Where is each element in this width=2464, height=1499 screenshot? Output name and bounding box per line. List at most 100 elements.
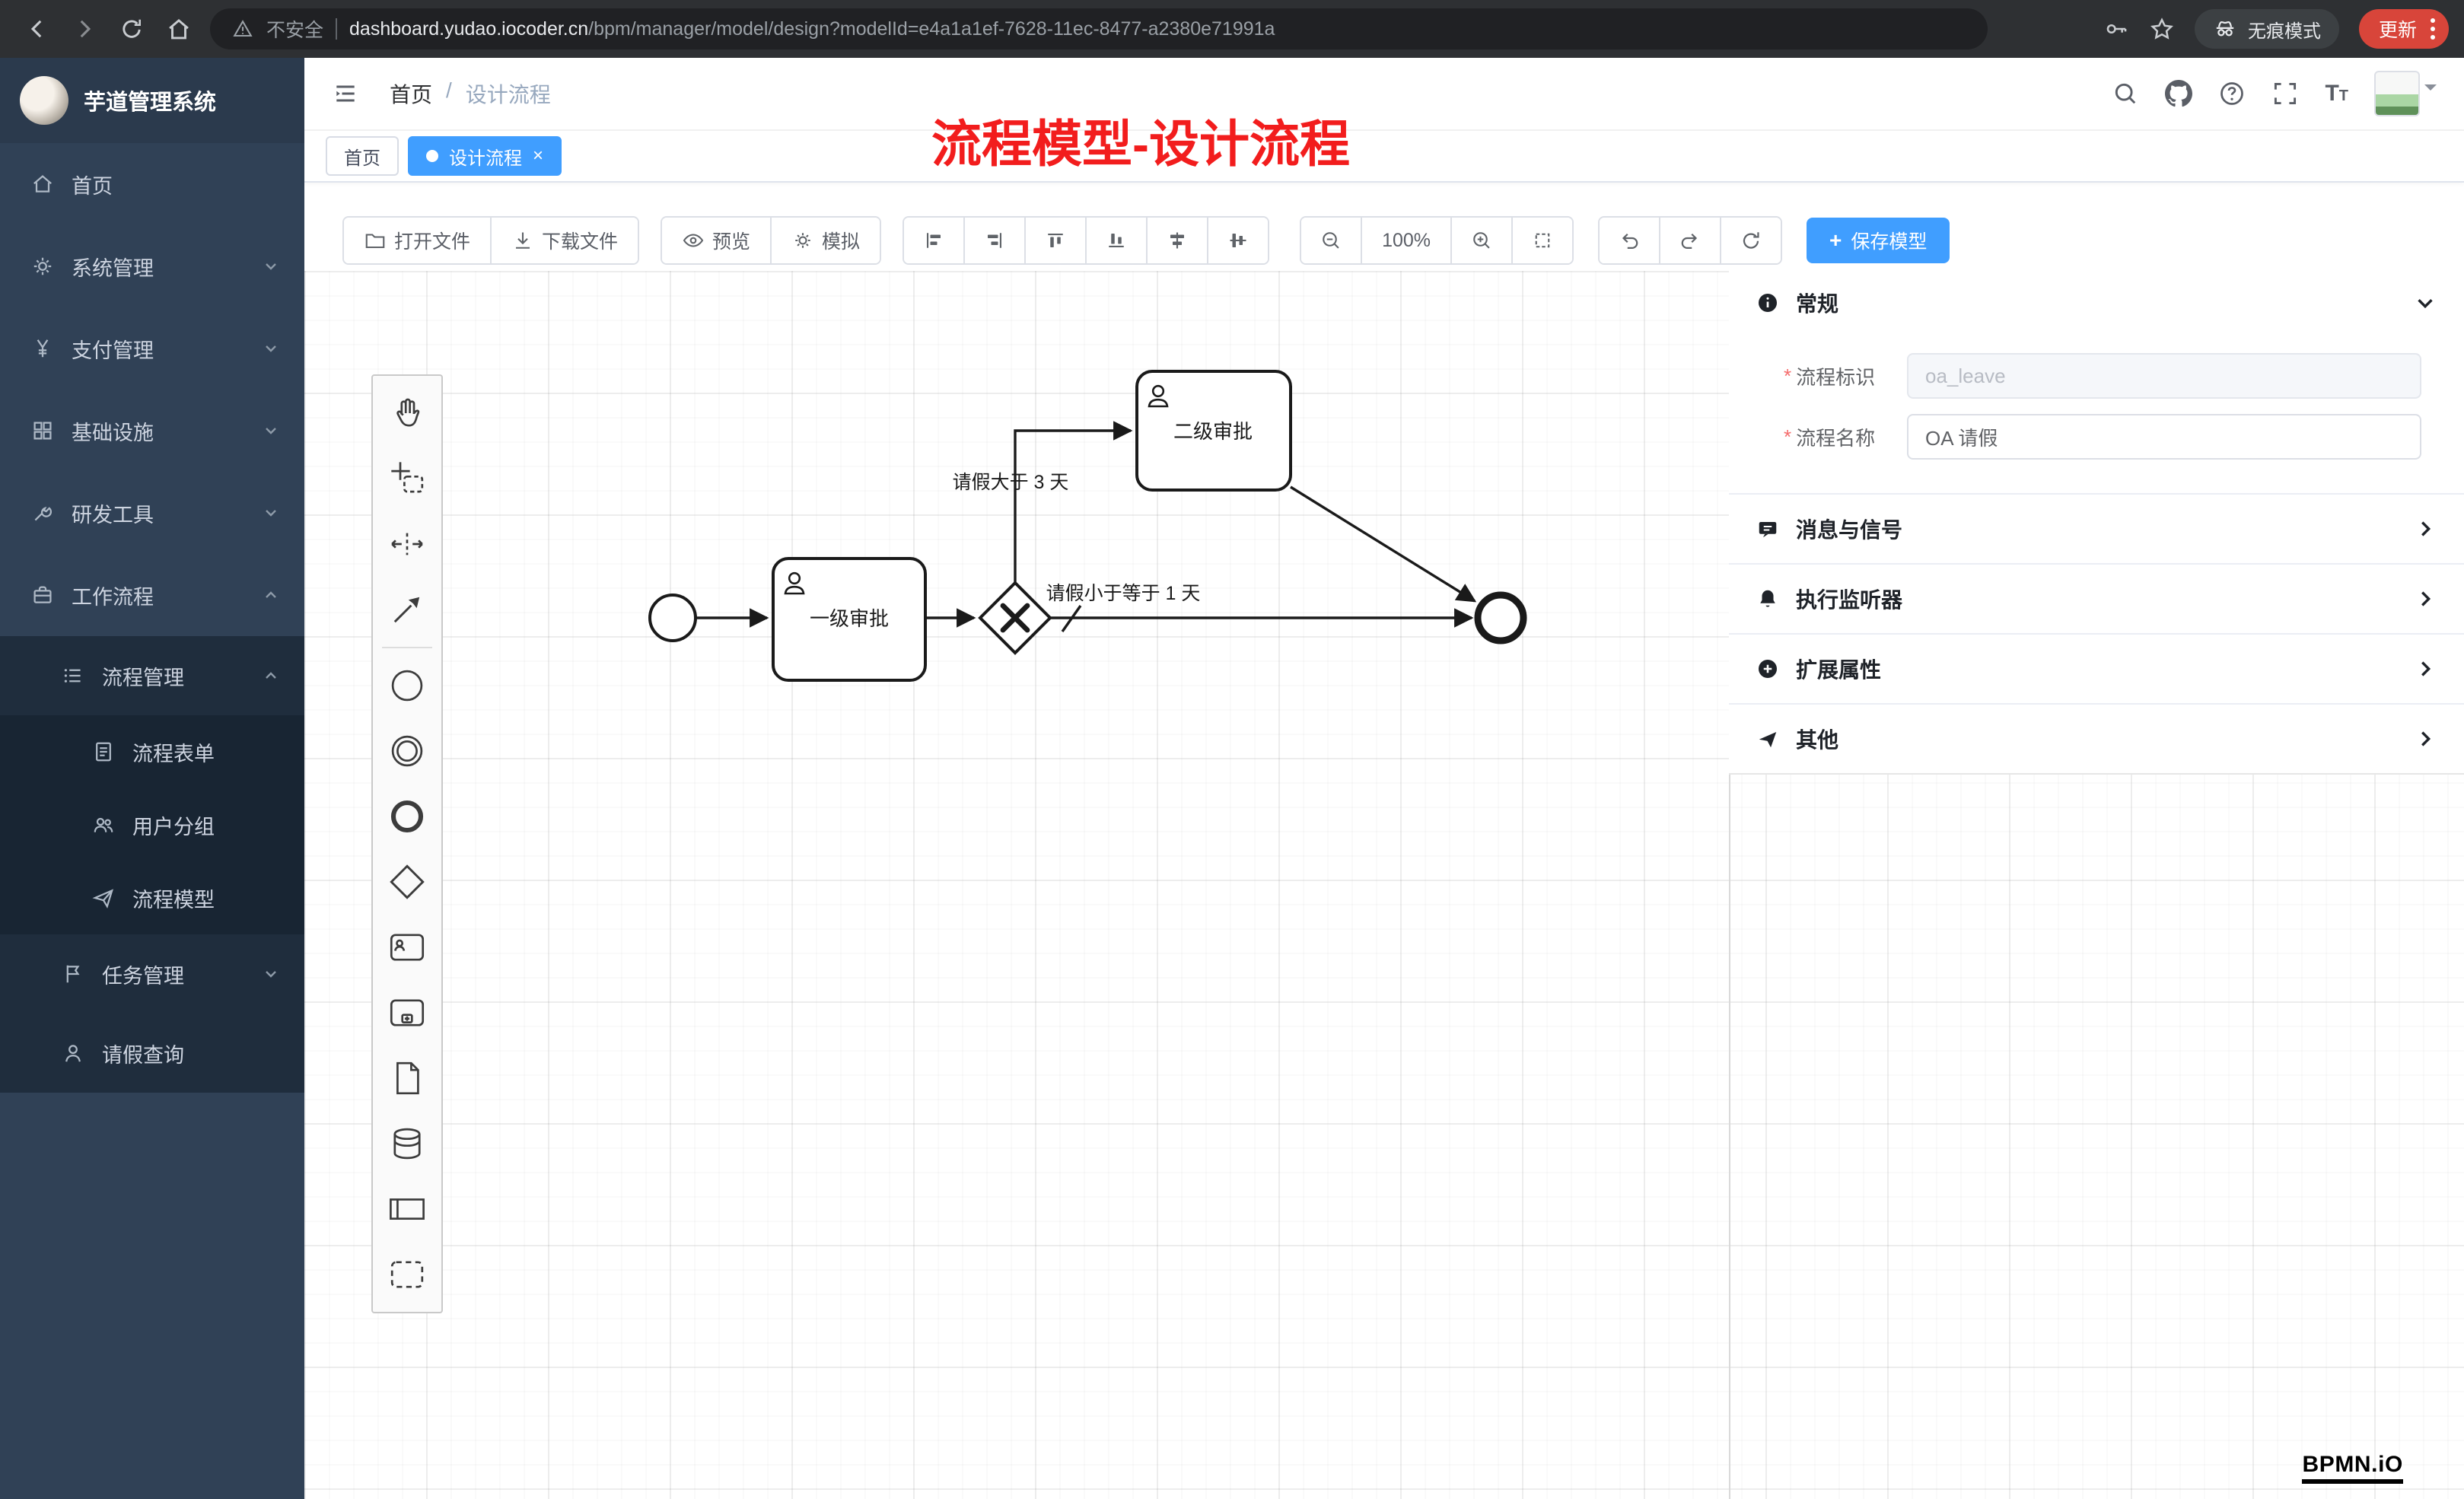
sidebar-item-label: 基础设施 — [72, 421, 154, 444]
sidebar-item-label: 流程表单 — [132, 742, 215, 765]
section-others[interactable]: 其他 — [1729, 703, 2464, 773]
sidebar-item-devtools[interactable]: 研发工具 — [0, 472, 304, 554]
undo-button[interactable] — [1600, 218, 1660, 263]
flow-label-below[interactable]: 请假小于等于 1 天 — [1046, 583, 1201, 604]
sidebar-item-process-form[interactable]: 流程表单 — [0, 715, 304, 788]
section-general[interactable]: 常规 — [1729, 271, 2464, 335]
sidebar-item-payment[interactable]: 支付管理 — [0, 307, 304, 390]
align-middle-button[interactable] — [1207, 218, 1269, 263]
github-icon[interactable] — [2165, 80, 2193, 107]
create-participant[interactable] — [373, 1176, 441, 1242]
process-key-input[interactable] — [1907, 353, 2421, 399]
section-extended-attributes[interactable]: 扩展属性 — [1729, 633, 2464, 703]
global-connect-tool[interactable] — [373, 577, 441, 642]
forward-icon[interactable] — [72, 16, 97, 42]
align-left-button[interactable] — [904, 218, 964, 263]
fullscreen-icon[interactable] — [2271, 80, 2299, 107]
space-tool[interactable] — [373, 511, 441, 577]
align-bottom-button[interactable] — [1085, 218, 1147, 263]
update-label: 更新 — [2378, 20, 2417, 41]
breadcrumb-root[interactable]: 首页 — [390, 83, 433, 107]
tab-design-process[interactable]: 设计流程 × — [408, 136, 562, 176]
start-event[interactable] — [648, 594, 697, 642]
sidebar-item-workflow[interactable]: 工作流程 — [0, 554, 304, 636]
font-size-icon[interactable]: TT — [2325, 81, 2348, 106]
button-label: 下载文件 — [542, 231, 619, 253]
sidebar-item-home[interactable]: 首页 — [0, 143, 304, 225]
sidebar-item-task-management[interactable]: 任务管理 — [0, 934, 304, 1014]
sidebar-item-system[interactable]: 系统管理 — [0, 225, 304, 307]
key-icon[interactable] — [2103, 16, 2129, 42]
user-task-level2[interactable] — [1135, 370, 1292, 492]
security-label[interactable]: 不安全 — [266, 20, 324, 41]
sidebar-item-process-model[interactable]: 流程模型 — [0, 861, 304, 934]
zoom-reset-button[interactable] — [1511, 218, 1573, 263]
url-divider — [336, 18, 338, 40]
help-icon[interactable] — [2218, 80, 2246, 107]
section-messages-signals[interactable]: 消息与信号 — [1729, 493, 2464, 563]
user-task-level1[interactable] — [772, 557, 927, 682]
zoom-in-icon — [1473, 232, 1490, 249]
update-button[interactable]: 更新 — [2358, 9, 2449, 49]
sidebar-item-leave-query[interactable]: 请假查询 — [0, 1014, 304, 1093]
general-form: *流程标识 *流程名称 — [1729, 335, 2464, 493]
user-icon — [784, 571, 805, 595]
download-file-button[interactable]: 下载文件 — [490, 218, 638, 263]
sidebar-item-user-group[interactable]: 用户分组 — [0, 788, 304, 861]
align-right-button[interactable] — [963, 218, 1025, 263]
plus-icon: + — [1829, 228, 1842, 252]
create-data-object[interactable] — [373, 1045, 441, 1111]
menu-fold-icon[interactable] — [332, 80, 359, 107]
align-top-button[interactable] — [1024, 218, 1086, 263]
section-execution-listeners[interactable]: 执行监听器 — [1729, 563, 2464, 633]
url-bar[interactable]: 不安全 dashboard.yudao.iocoder.cn/bpm/manag… — [210, 8, 1988, 49]
open-file-button[interactable]: 打开文件 — [344, 218, 491, 263]
process-name-input[interactable] — [1907, 414, 2421, 460]
tab-home[interactable]: 首页 — [326, 136, 399, 176]
sidebar-item-label: 支付管理 — [72, 339, 154, 362]
sidebar-item-label: 流程管理 — [102, 666, 184, 689]
undo-icon — [1622, 233, 1638, 250]
preview-button[interactable]: 预览 — [662, 218, 771, 263]
user-avatar[interactable] — [2374, 71, 2420, 116]
designer-toolbar: 打开文件 下载文件 预览 模拟 — [342, 216, 1950, 265]
create-data-store[interactable] — [373, 1111, 441, 1176]
close-tab-icon[interactable]: × — [533, 145, 544, 166]
hand-tool[interactable] — [373, 380, 441, 446]
chevron-down-icon — [266, 510, 276, 517]
save-model-button[interactable]: + 保存模型 — [1807, 218, 1950, 263]
create-group[interactable] — [373, 1242, 441, 1307]
browser-menu-icon[interactable] — [2431, 18, 2435, 40]
sidebar-item-process-management[interactable]: 流程管理 — [0, 636, 304, 715]
section-label: 消息与信号 — [1796, 518, 1903, 542]
flow-label-above[interactable]: 请假大于 3 天 — [953, 472, 1069, 493]
create-subprocess[interactable] — [373, 980, 441, 1045]
button-label: 保存模型 — [1851, 231, 1928, 253]
sequence-flow-gateway-to-task2[interactable] — [1014, 421, 1133, 583]
app-logo[interactable]: 芋道管理系统 — [0, 58, 304, 143]
create-gateway[interactable] — [373, 849, 441, 915]
back-icon[interactable] — [24, 16, 50, 42]
url-text[interactable]: dashboard.yudao.iocoder.cn/bpm/manager/m… — [349, 18, 1275, 40]
zoom-out-icon — [1323, 232, 1339, 249]
redo-button[interactable] — [1659, 218, 1721, 263]
reload-icon[interactable] — [119, 16, 145, 42]
end-event[interactable] — [1474, 591, 1527, 644]
zoom-out-button[interactable] — [1301, 218, 1361, 263]
search-icon[interactable] — [2112, 80, 2139, 107]
sidebar-item-infrastructure[interactable]: 基础设施 — [0, 390, 304, 472]
star-icon[interactable] — [2149, 16, 2175, 42]
create-intermediate-event[interactable] — [373, 718, 441, 784]
chevron-right-icon — [2421, 591, 2431, 606]
lasso-tool[interactable] — [373, 446, 441, 511]
restart-button[interactable] — [1720, 218, 1781, 263]
bpmn-io-watermark[interactable]: BPMN.iO — [2302, 1452, 2403, 1484]
create-start-event[interactable] — [373, 653, 441, 718]
simulate-button[interactable]: 模拟 — [770, 218, 880, 263]
home-icon[interactable] — [166, 16, 192, 42]
create-user-task[interactable] — [373, 915, 441, 980]
align-center-button[interactable] — [1146, 218, 1208, 263]
zoom-in-button[interactable] — [1450, 218, 1512, 263]
sequence-flow-task2-to-end[interactable] — [1290, 485, 1477, 603]
create-end-event[interactable] — [373, 784, 441, 849]
